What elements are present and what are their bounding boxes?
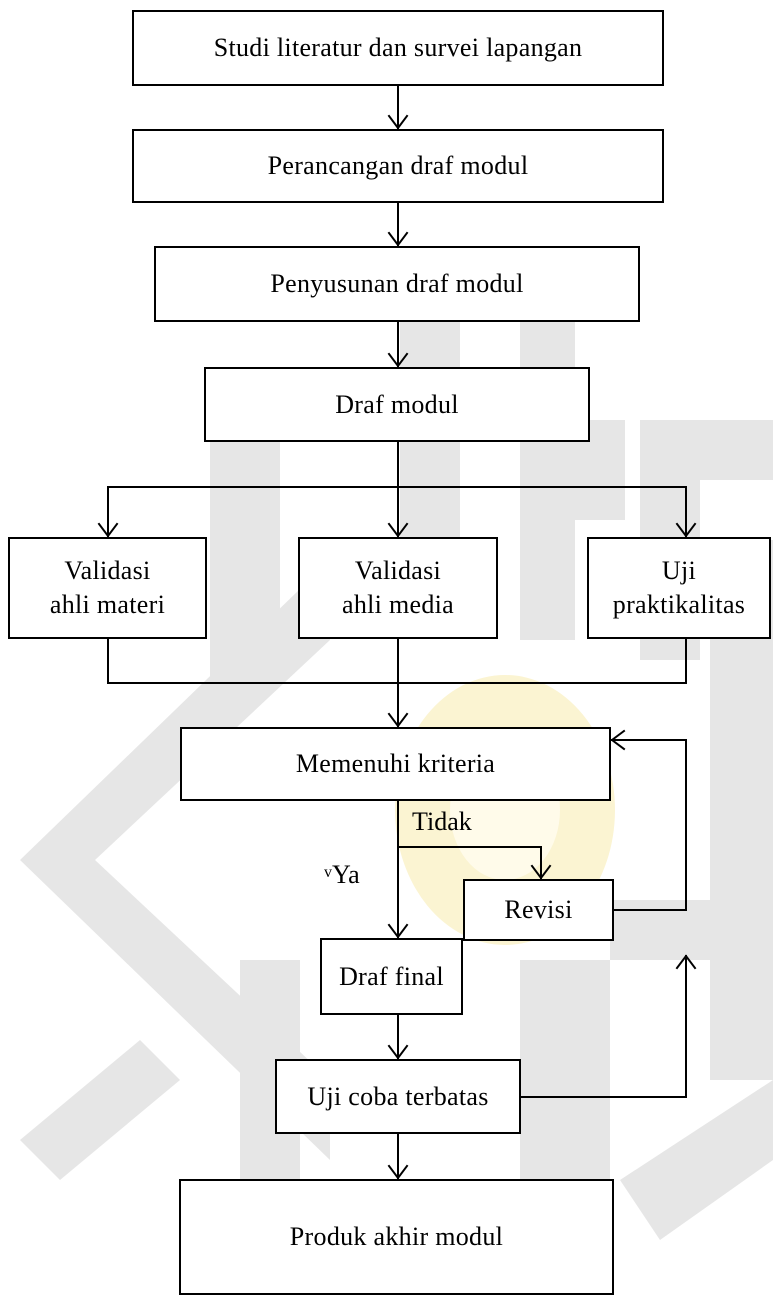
edge-label-ya-mark: v (324, 864, 332, 881)
node-memenuhi-kriteria: Memenuhi kriteria (180, 727, 611, 801)
edge-label-ya: vYa (324, 858, 360, 890)
node-validasi-ahli-materi: Validasi ahli materi (8, 537, 207, 639)
node-uji-praktikalitas: Uji praktikalitas (587, 537, 771, 639)
edge-label-tidak: Tidak (412, 807, 472, 836)
node-produk-akhir-modul: Produk akhir modul (179, 1179, 614, 1295)
node-revisi: Revisi (463, 879, 614, 941)
node-penyusunan-draf: Penyusunan draf modul (154, 246, 640, 322)
edge-label-ya-text: Ya (332, 860, 360, 889)
watermark-gray-shapes (20, 280, 773, 1250)
node-uji-coba-terbatas: Uji coba terbatas (275, 1059, 521, 1134)
node-draf-modul: Draf modul (204, 367, 590, 442)
node-draf-final: Draf final (320, 938, 463, 1015)
node-validasi-ahli-media: Validasi ahli media (298, 537, 498, 639)
node-perancangan-draf: Perancangan draf modul (132, 129, 664, 203)
node-studi-literatur: Studi literatur dan survei lapangan (132, 10, 664, 86)
